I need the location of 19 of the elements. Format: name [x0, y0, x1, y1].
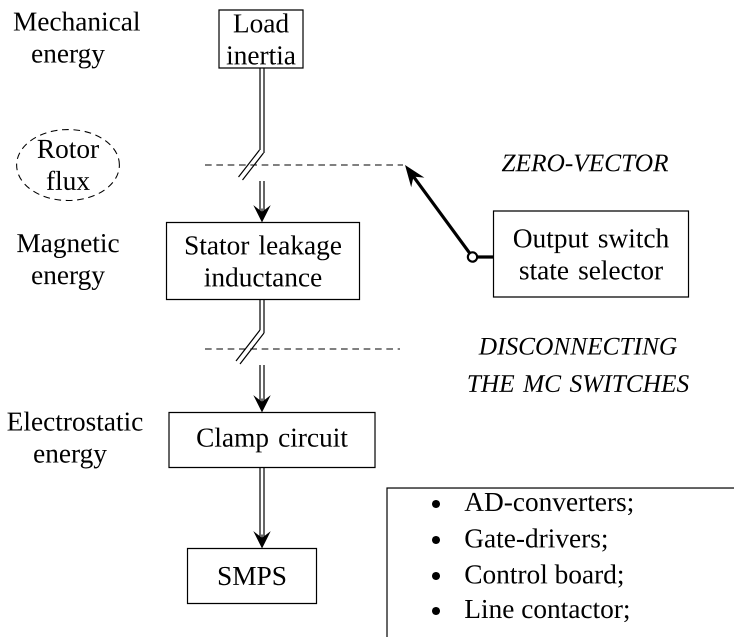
switch-blade	[235, 329, 265, 365]
process-box: SMPS	[186, 548, 318, 604]
annotation-text: DISCONNECTING THE MC SWITCHES	[468, 338, 689, 392]
double-line	[259, 67, 265, 154]
annotation-text: ZERO-VECTOR	[502, 154, 668, 172]
list-box	[386, 487, 734, 637]
switch-blade	[238, 149, 264, 181]
process-box: Load inertia	[218, 9, 304, 69]
process-box: Output switch state selector	[492, 210, 690, 298]
double-line	[259, 298, 265, 334]
process-box: Stator leakage inductance	[166, 222, 360, 300]
process-box: Clamp circuit	[168, 412, 376, 468]
list-item: Gate-drivers;	[465, 528, 606, 552]
list-item: AD-converters;	[464, 492, 632, 516]
list-item: Control board;	[465, 564, 622, 588]
energy-label: Mechanical energy	[14, 12, 140, 68]
energy-label: Magnetic energy	[17, 234, 119, 290]
energy-label: Electrostatic energy	[7, 412, 142, 468]
list-item: Line contactor;	[465, 600, 628, 622]
